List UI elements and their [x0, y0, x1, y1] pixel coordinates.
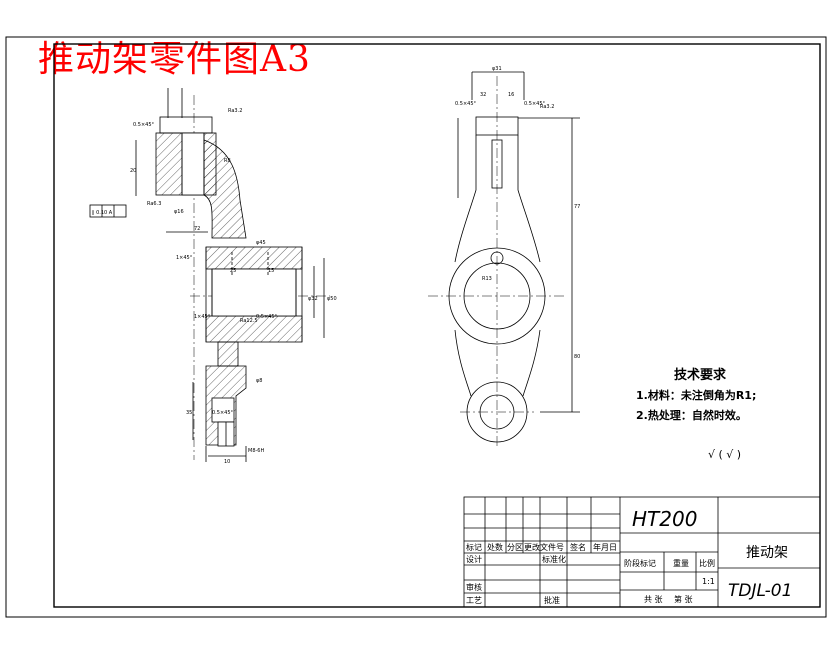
- tb-stage-mark: 阶段标记: [624, 558, 656, 568]
- label-dim-20: 20: [130, 168, 136, 174]
- label-right-dim-32: 32: [480, 92, 486, 98]
- label-dim-phi8: φ8: [256, 378, 262, 384]
- label-right-top-width: φ31: [492, 66, 502, 72]
- label-chamfer-mid: 1×45°: [176, 255, 193, 261]
- tech-req-item-2: 2.热处理：自然时效。: [636, 409, 747, 422]
- right-front-view: [428, 71, 580, 446]
- tb-part-name: 推动架: [746, 545, 788, 561]
- tb-process: 工艺: [466, 596, 482, 605]
- tb-approve: 批准: [544, 595, 560, 605]
- label-dim-25: 25: [230, 268, 236, 274]
- label-dim-35: 35: [186, 410, 192, 416]
- label-chamfer-bottom-a: 1×45°: [194, 314, 211, 320]
- tb-drawing-number: TDJL-01: [728, 581, 792, 601]
- tb-ratio: 比例: [699, 558, 715, 568]
- tb-review: 审核: [466, 582, 482, 592]
- tb-zone: 分区: [507, 543, 523, 552]
- technical-requirements: 技术要求 1.材料：未注倒角为R1; 2.热处理：自然时效。: [636, 364, 756, 423]
- label-right-length-upper: 77: [574, 204, 580, 210]
- label-chamfer-low: 0.5×45°: [212, 410, 234, 416]
- label-right-r13: R13: [482, 276, 492, 282]
- label-dim-72: 72: [194, 226, 200, 232]
- inner-frame: [53, 43, 821, 608]
- tb-sheet-no: 第 张: [674, 594, 693, 604]
- tb-mark: 标记: [466, 542, 482, 552]
- label-thread: M8-6H: [248, 448, 264, 454]
- outer-frame: [5, 36, 827, 618]
- label-dim-phi50: φ50: [327, 296, 337, 302]
- label-dim-15: 15: [268, 268, 274, 274]
- tb-count: 处数: [487, 542, 503, 552]
- label-dim-phi16: φ16: [174, 209, 184, 215]
- tb-standardization: 标准化: [542, 554, 566, 564]
- label-dim-phi45: φ45: [256, 240, 266, 246]
- label-chamfer-bottom-b: 0.5×45°: [256, 314, 278, 320]
- label-ra63-left: Ra6.3: [147, 201, 161, 207]
- tech-req-title: 技术要求: [674, 368, 727, 383]
- title-block: [463, 496, 821, 608]
- tb-date: 年月日: [593, 542, 617, 552]
- tb-material: HT200: [632, 507, 697, 531]
- label-right-dim-16: 16: [508, 92, 514, 98]
- left-section-view: [89, 88, 330, 462]
- tech-req-item-1: 1.材料：未注倒角为R1;: [636, 389, 757, 402]
- label-tolerance-box: ∥ 0.10 A: [92, 210, 113, 216]
- label-right-chamfer-b: 0.5×45°: [524, 101, 546, 107]
- label-chamfer-top: 0.5×45°: [133, 122, 155, 128]
- tb-total-sheets: 共 张: [644, 595, 663, 604]
- roughness-note: √ ( √ ): [708, 448, 741, 461]
- label-ra125: Ra12.5: [240, 318, 258, 324]
- tb-signature: 签名: [570, 542, 586, 552]
- label-right-ra32: Ra3.2: [540, 104, 554, 110]
- label-dim-10: 10: [224, 459, 230, 465]
- label-dim-phi32: φ32: [308, 296, 318, 302]
- tb-weight: 重量: [673, 558, 689, 568]
- drawing-title: 推动架零件图A3: [38, 39, 311, 80]
- label-right-chamfer-a: 0.5×45°: [455, 101, 477, 107]
- tb-scale: 1:1: [702, 577, 715, 586]
- tb-change-doc: 更改文件号: [524, 542, 564, 552]
- label-dim-r8: R8: [224, 158, 231, 164]
- label-ra32-top: Ra3.2: [228, 108, 242, 114]
- label-right-length-lower: 80: [574, 354, 580, 360]
- tb-design: 设计: [466, 554, 482, 564]
